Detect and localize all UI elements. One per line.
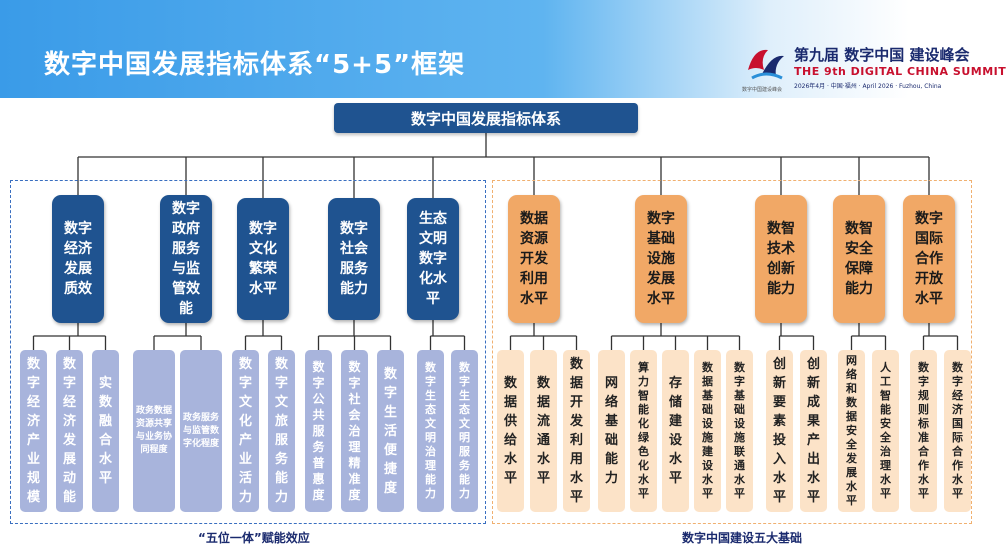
indicator-label: 实数融合水平 bbox=[98, 376, 112, 486]
indicator-leaf: 数字生活便捷度 bbox=[377, 350, 404, 512]
indicator-leaf: 数据流通水平 bbox=[530, 350, 557, 512]
indicator-leaf: 创新要素投入水平 bbox=[766, 350, 793, 512]
indicator-leaf: 网络和数据安全发展水平 bbox=[838, 350, 865, 512]
indicator-leaf: 实数融合水平 bbox=[92, 350, 119, 512]
category-node: 数字国际合作开放水平 bbox=[903, 195, 955, 323]
group-label-empowerment: “五位一体”赋能效应 bbox=[198, 531, 310, 545]
indicator-label: 数据基础设施建设水平 bbox=[702, 361, 713, 500]
indicator-leaf: 数字生态文明治理能力 bbox=[417, 350, 444, 512]
indicator-label: 数字规则标准合作水平 bbox=[918, 361, 929, 500]
summit-logo-icon bbox=[748, 49, 784, 80]
indicator-leaf: 数字公共服务普惠度 bbox=[305, 350, 332, 512]
indicator-leaf: 数字文化产业活力 bbox=[232, 350, 259, 512]
summit-date-place: 2026年4月 · 中国·福州 · April 2026 · Fuzhou, C… bbox=[794, 83, 942, 90]
indicator-label: 数字文旅服务能力 bbox=[274, 357, 288, 505]
header-banner: 数字中国发展指标体系“5+5”框架 第九届 数字中国 建设峰会 THE 9th … bbox=[0, 0, 1006, 98]
root-node: 数字中国发展指标体系 bbox=[334, 103, 638, 133]
indicator-label: 网络基础能力 bbox=[604, 376, 618, 486]
indicator-label: 数字经济发展动能 bbox=[62, 357, 76, 505]
indicator-leaf: 数字经济发展动能 bbox=[56, 350, 83, 512]
indicator-leaf: 数字规则标准合作水平 bbox=[910, 350, 937, 512]
summit-name-cn: 第九届 数字中国 建设峰会 bbox=[794, 46, 970, 64]
category-label: 数字经济发展质效 bbox=[64, 221, 92, 297]
indicator-label: 存储建设水平 bbox=[668, 376, 682, 486]
indicator-label: 数据流通水平 bbox=[536, 376, 550, 486]
indicator-label: 政务服务与监管数字化程度 bbox=[183, 412, 220, 449]
category-label: 数字国际合作开放水平 bbox=[915, 211, 943, 307]
indicator-label: 数字生态文明服务能力 bbox=[459, 361, 470, 500]
category-node: 数字经济发展质效 bbox=[52, 195, 104, 323]
page-title: 数字中国发展指标体系“5+5”框架 bbox=[44, 50, 466, 80]
indicator-label: 数字基础设施联通水平 bbox=[734, 361, 745, 500]
category-label: 数字社会服务能力 bbox=[340, 221, 368, 297]
indicator-label: 数据开发利用水平 bbox=[569, 357, 583, 505]
indicator-leaf: 数据供给水平 bbox=[497, 350, 524, 512]
category-label: 数智技术创新能力 bbox=[767, 221, 795, 297]
group-box-empowerment bbox=[10, 180, 486, 524]
category-node: 数智技术创新能力 bbox=[755, 195, 807, 323]
indicator-leaf: 存储建设水平 bbox=[662, 350, 689, 512]
category-node: 数智安全保障能力 bbox=[833, 195, 885, 323]
group-label-foundations: 数字中国建设五大基础 bbox=[682, 531, 803, 545]
indicator-leaf: 人工智能安全治理水平 bbox=[872, 350, 899, 512]
category-label: 数据资源开发利用水平 bbox=[520, 211, 548, 307]
summit-name-en: THE 9th DIGITAL CHINA SUMMIT bbox=[794, 65, 1006, 78]
category-label: 数字文化繁荣水平 bbox=[249, 221, 277, 297]
indicator-label: 数字公共服务普惠度 bbox=[312, 360, 325, 502]
category-label: 数字基础设施发展水平 bbox=[647, 211, 675, 307]
indicator-leaf: 算力智能化绿色化水平 bbox=[630, 350, 657, 512]
indicator-leaf: 数字经济产业规模 bbox=[20, 350, 47, 512]
indicator-leaf: 数字基础设施联通水平 bbox=[726, 350, 753, 512]
summit-logo: 第九届 数字中国 建设峰会 THE 9th DIGITAL CHINA SUMM… bbox=[742, 40, 1006, 96]
indicator-label: 创新成果产出水平 bbox=[806, 357, 820, 505]
category-node: 数字文化繁荣水平 bbox=[237, 198, 289, 320]
indicator-label: 数字文化产业活力 bbox=[238, 357, 252, 505]
category-node: 数字基础设施发展水平 bbox=[635, 195, 687, 323]
category-node: 数据资源开发利用水平 bbox=[508, 195, 560, 323]
indicator-leaf: 数据开发利用水平 bbox=[563, 350, 590, 512]
category-label: 数智安全保障能力 bbox=[845, 221, 873, 297]
indicator-label: 数据供给水平 bbox=[503, 376, 517, 486]
indicator-label: 算力智能化绿色化水平 bbox=[638, 361, 649, 500]
category-label: 生态文明数字化水平 bbox=[419, 211, 447, 307]
indicator-label: 数字生活便捷度 bbox=[383, 366, 397, 496]
group-box-foundations bbox=[492, 180, 972, 524]
category-node: 数字政府服务与监管效能 bbox=[160, 195, 212, 323]
indicator-label: 创新要素投入水平 bbox=[772, 357, 786, 505]
category-node: 数字社会服务能力 bbox=[328, 198, 380, 320]
indicator-label: 政务数据资源共享与业务协同程度 bbox=[136, 406, 173, 455]
indicator-leaf: 数字社会治理精准度 bbox=[341, 350, 368, 512]
indicator-label: 数字经济产业规模 bbox=[26, 357, 40, 505]
indicator-leaf: 政务服务与监管数字化程度 bbox=[180, 350, 222, 512]
indicator-leaf: 网络基础能力 bbox=[598, 350, 625, 512]
indicator-label: 数字经济国际合作水平 bbox=[952, 361, 963, 500]
indicator-label: 数字生态文明治理能力 bbox=[425, 361, 436, 500]
indicator-leaf: 数字生态文明服务能力 bbox=[451, 350, 478, 512]
indicator-leaf: 数字文旅服务能力 bbox=[268, 350, 295, 512]
category-label: 数字政府服务与监管效能 bbox=[172, 201, 200, 317]
indicator-leaf: 数据基础设施建设水平 bbox=[694, 350, 721, 512]
indicator-leaf: 数字经济国际合作水平 bbox=[944, 350, 971, 512]
indicator-label: 数字社会治理精准度 bbox=[348, 360, 361, 502]
indicator-label: 网络和数据安全发展水平 bbox=[846, 354, 857, 507]
indicator-leaf: 创新成果产出水平 bbox=[800, 350, 827, 512]
indicator-label: 人工智能安全治理水平 bbox=[880, 361, 891, 500]
category-node: 生态文明数字化水平 bbox=[407, 198, 459, 320]
summit-mini-caption: 数字中国建设峰会 bbox=[742, 87, 783, 93]
indicator-leaf: 政务数据资源共享与业务协同程度 bbox=[133, 350, 175, 512]
